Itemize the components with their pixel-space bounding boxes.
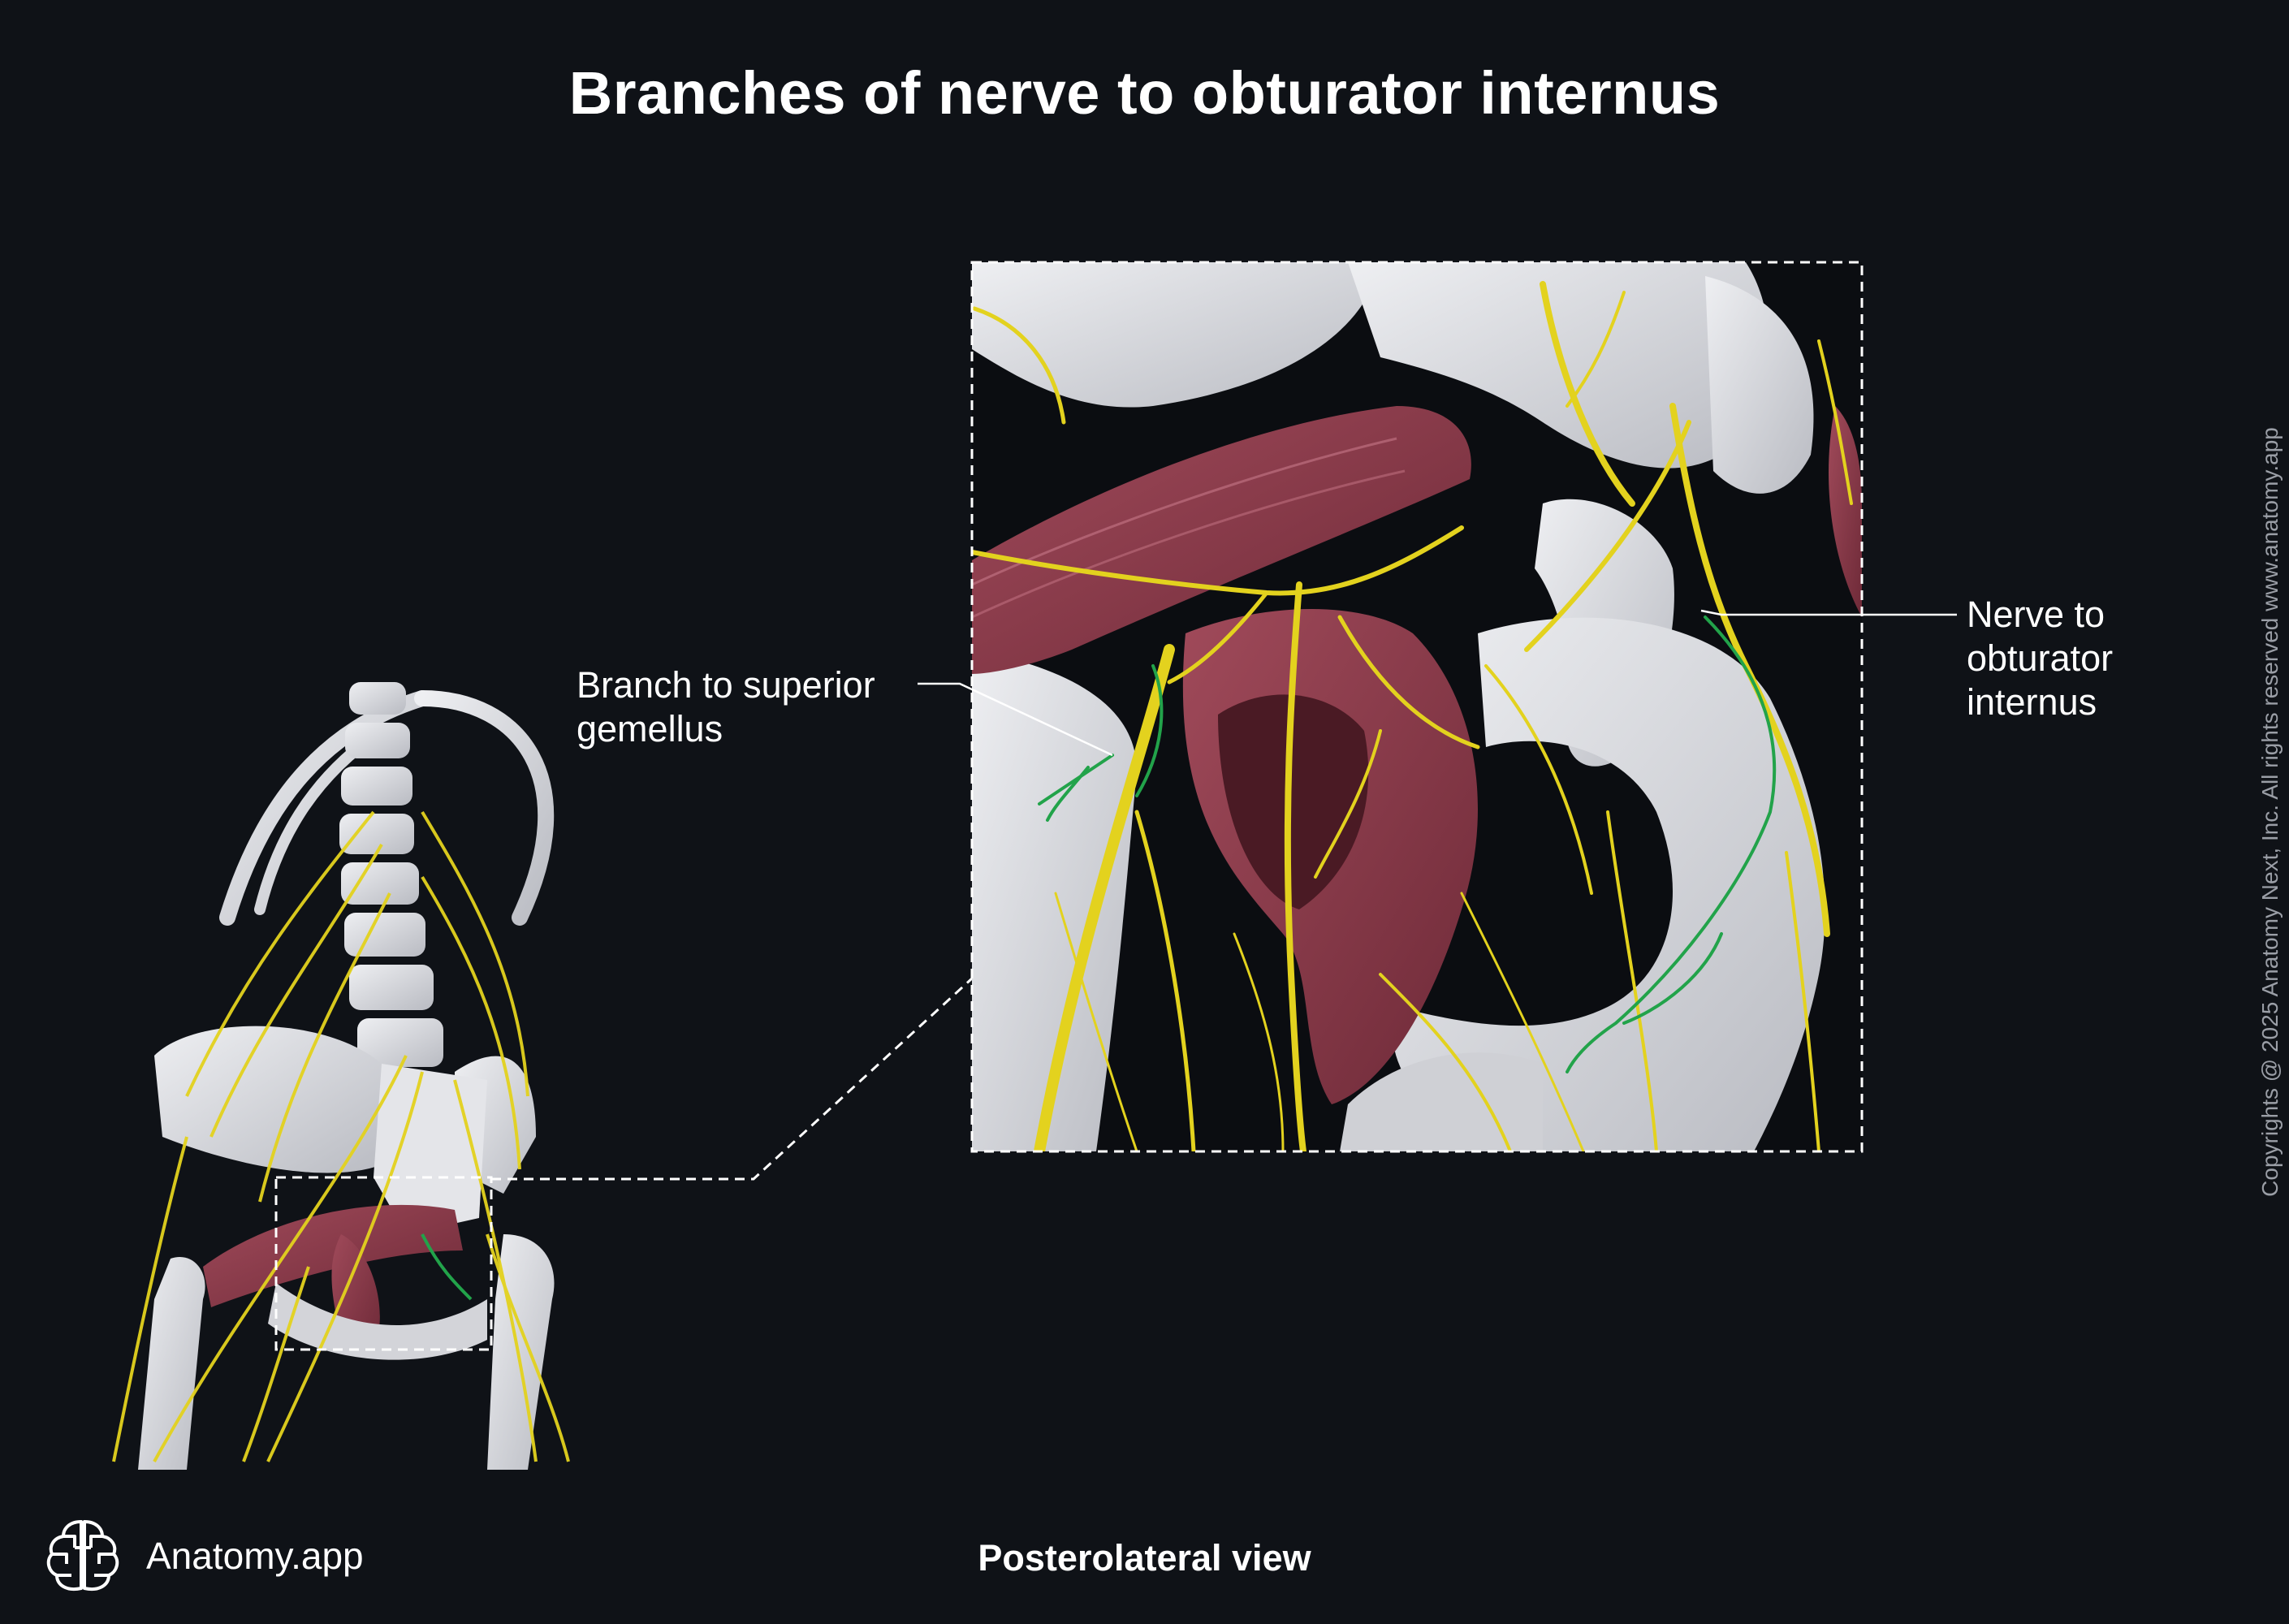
view-caption: Posterolateral view — [978, 1537, 1311, 1579]
leader-nerve-obturator-internus — [1700, 609, 1957, 616]
full-pelvis-view — [112, 682, 570, 1470]
brand: Anatomy.app — [42, 1515, 364, 1596]
brand-name: Anatomy.app — [146, 1535, 364, 1577]
zoomed-detail-view — [972, 262, 1862, 1151]
brain-logo-icon — [46, 1520, 119, 1591]
zoom-region-indicator — [274, 1176, 493, 1351]
leader-branch-superior-gemellus — [918, 682, 1113, 757]
zoom-connector-line — [491, 977, 974, 1181]
zoom-frame — [970, 261, 1864, 1153]
label-nerve-obturator-internus: Nerve to obturator internus — [1967, 594, 2114, 723]
label-branch-superior-gemellus: Branch to superior gemellus — [577, 664, 875, 749]
copyright-text: Copyrights @ 2025 Anatomy Next, Inc. All… — [2257, 427, 2283, 1197]
page-title: Branches of nerve to obturator internus — [568, 59, 1721, 127]
